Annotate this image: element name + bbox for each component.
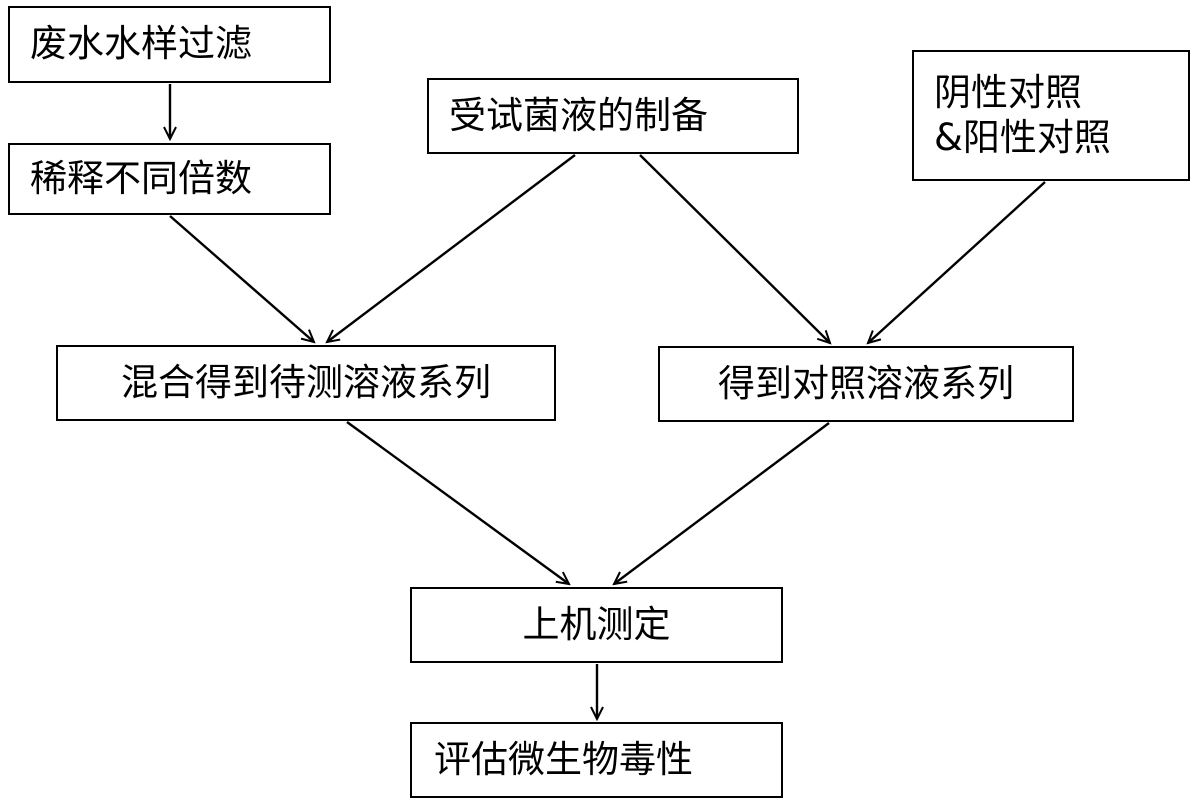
node-toxicity-evaluation: 评估微生物毒性 [410,722,783,798]
node-toxicity-evaluation-label: 评估微生物毒性 [434,737,693,781]
arrow-mix-test-to-measure [346,421,569,584]
node-positive-control-label: &阳性对照 [934,115,1111,159]
node-negative-positive-controls: 阴性对照 &阳性对照 [912,50,1190,181]
arrow-bacteria-to-mix-test [327,154,576,342]
node-test-solution-series: 混合得到待测溶液系列 [56,345,556,421]
node-dilution-series-label: 稀释不同倍数 [30,156,252,200]
arrow-bacteria-to-mix-control [639,154,830,343]
arrow-dilute-to-mix-test [169,215,314,342]
node-negative-control-label: 阴性对照 [934,71,1082,115]
node-control-solution-series: 得到对照溶液系列 [658,346,1074,422]
node-bacteria-preparation: 受试菌液的制备 [427,78,799,154]
node-instrument-measurement: 上机测定 [410,587,783,663]
node-instrument-measurement-label: 上机测定 [522,602,671,646]
node-wastewater-filtration-label: 废水水样过滤 [30,22,252,66]
arrow-mix-control-to-measure [614,422,830,584]
node-test-solution-series-label: 混合得到待测溶液系列 [121,360,491,404]
node-dilution-series: 稀释不同倍数 [8,143,331,215]
node-control-solution-series-label: 得到对照溶液系列 [718,361,1014,405]
node-bacteria-preparation-label: 受试菌液的制备 [449,93,708,137]
node-wastewater-filtration: 废水水样过滤 [8,6,331,83]
arrow-controls-to-mix-control [868,181,1046,343]
